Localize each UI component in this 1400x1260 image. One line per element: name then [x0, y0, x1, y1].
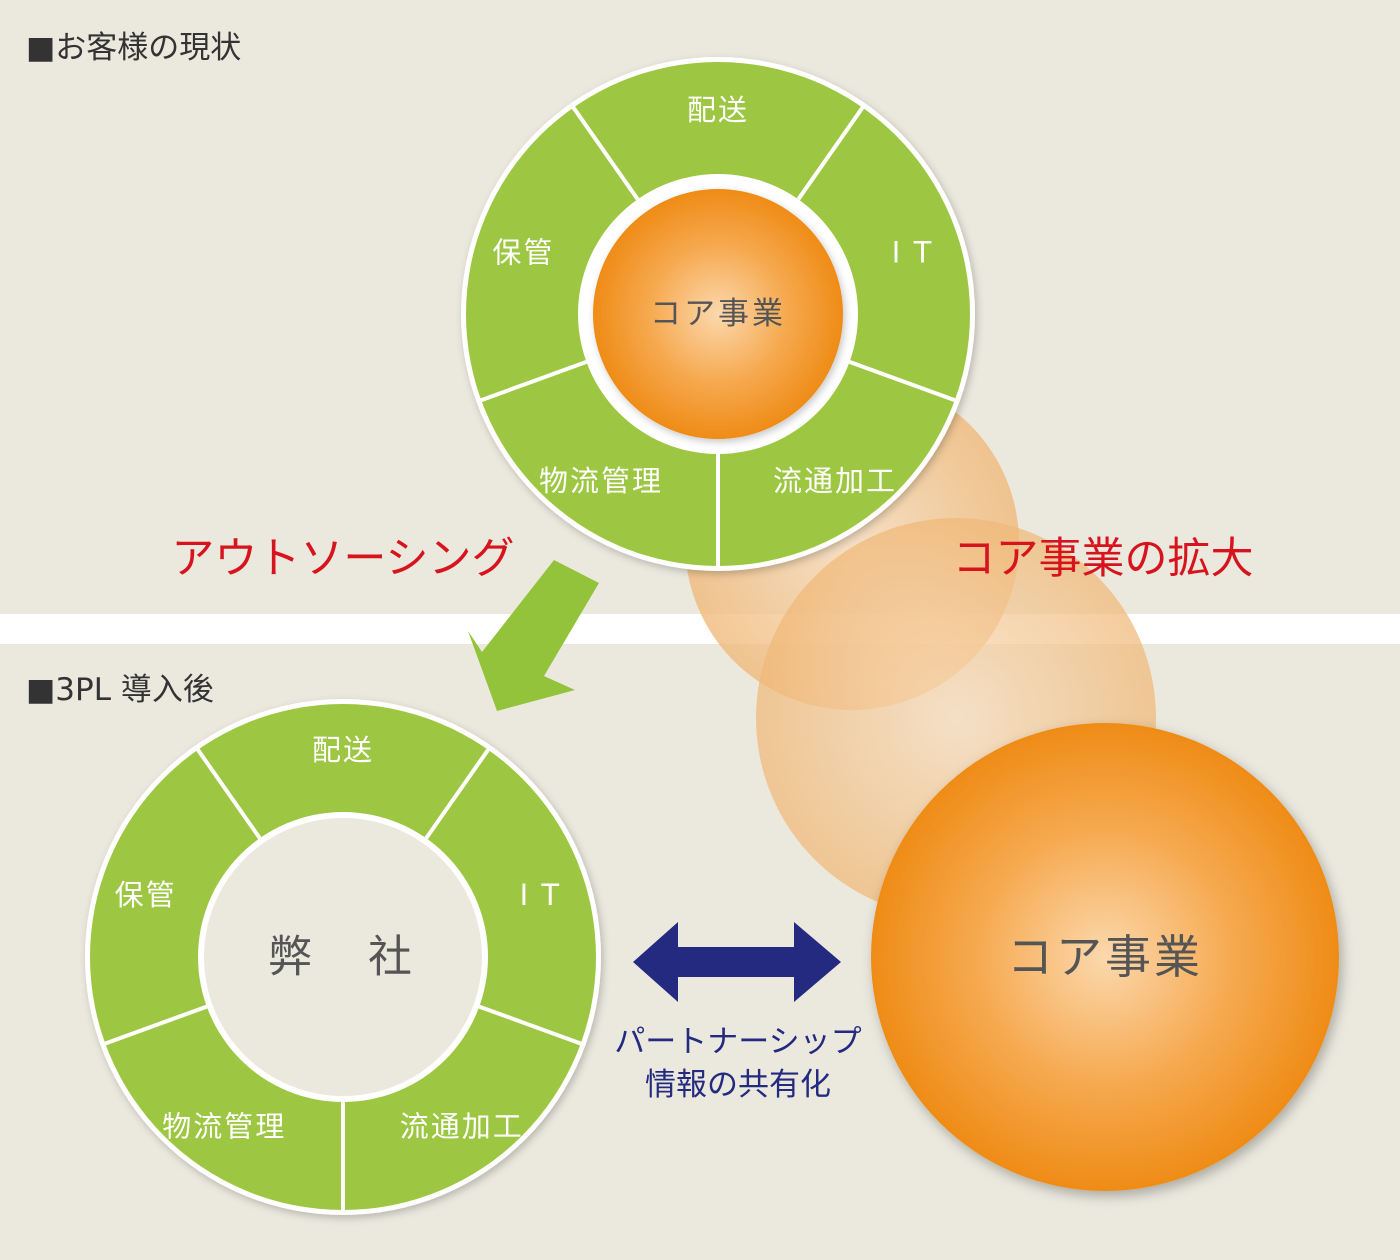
expanded-core-business-circle [871, 723, 1339, 1191]
core-business-label: コア事業 [650, 296, 786, 332]
ring-segment-label-logistics: 物流管理 [162, 1110, 286, 1144]
outsourcing-arrow [468, 560, 599, 711]
after-section-heading: ■3PL 導入後 [26, 672, 214, 708]
ring-segment-label-it: I T [520, 878, 562, 912]
information-sharing-label: 情報の共有化 [645, 1067, 831, 1103]
after-function-ring: 配送 I T 流通加工 物流管理 保管弊 社 [85, 699, 601, 1215]
ring-segment-label-delivery: 配送 [312, 733, 374, 767]
core-expansion-label: コア事業の拡大 [953, 534, 1254, 584]
ring-segment-label-storage: 保管 [492, 236, 554, 270]
ring-segment-divider [424, 746, 491, 840]
ring-segment-label-it: I T [892, 236, 934, 270]
outsourcing-label: アウトソーシング [171, 534, 514, 584]
current-section-heading: ■お客様の現状 [26, 30, 241, 66]
partnership-label: パートナーシップ [614, 1024, 861, 1060]
ring-segment-divider [570, 104, 640, 201]
ring-segment-divider [478, 1004, 584, 1047]
ring-segment-divider [195, 746, 262, 840]
ring-segment-divider [848, 360, 958, 403]
expanded-core-business-label: コア事業 [1007, 930, 1203, 984]
ring-segment-label-delivery: 配送 [687, 93, 749, 127]
ring-segment-label-processing: 流通加工 [773, 464, 897, 498]
company-label: 弊 社 [268, 932, 418, 983]
ring-segment-label-logistics: 物流管理 [539, 464, 663, 498]
partnership-double-arrow [633, 922, 841, 1002]
ring-segment-divider [102, 1004, 208, 1047]
core-business-circle [593, 189, 843, 439]
section-divider [0, 614, 1400, 644]
ring-segment-label-storage: 保管 [115, 878, 177, 912]
company-center-circle [204, 818, 482, 1096]
ring-segment-divider [796, 104, 866, 201]
ring-segment-label-processing: 流通加工 [400, 1110, 524, 1144]
ring-segment-divider [478, 360, 588, 403]
